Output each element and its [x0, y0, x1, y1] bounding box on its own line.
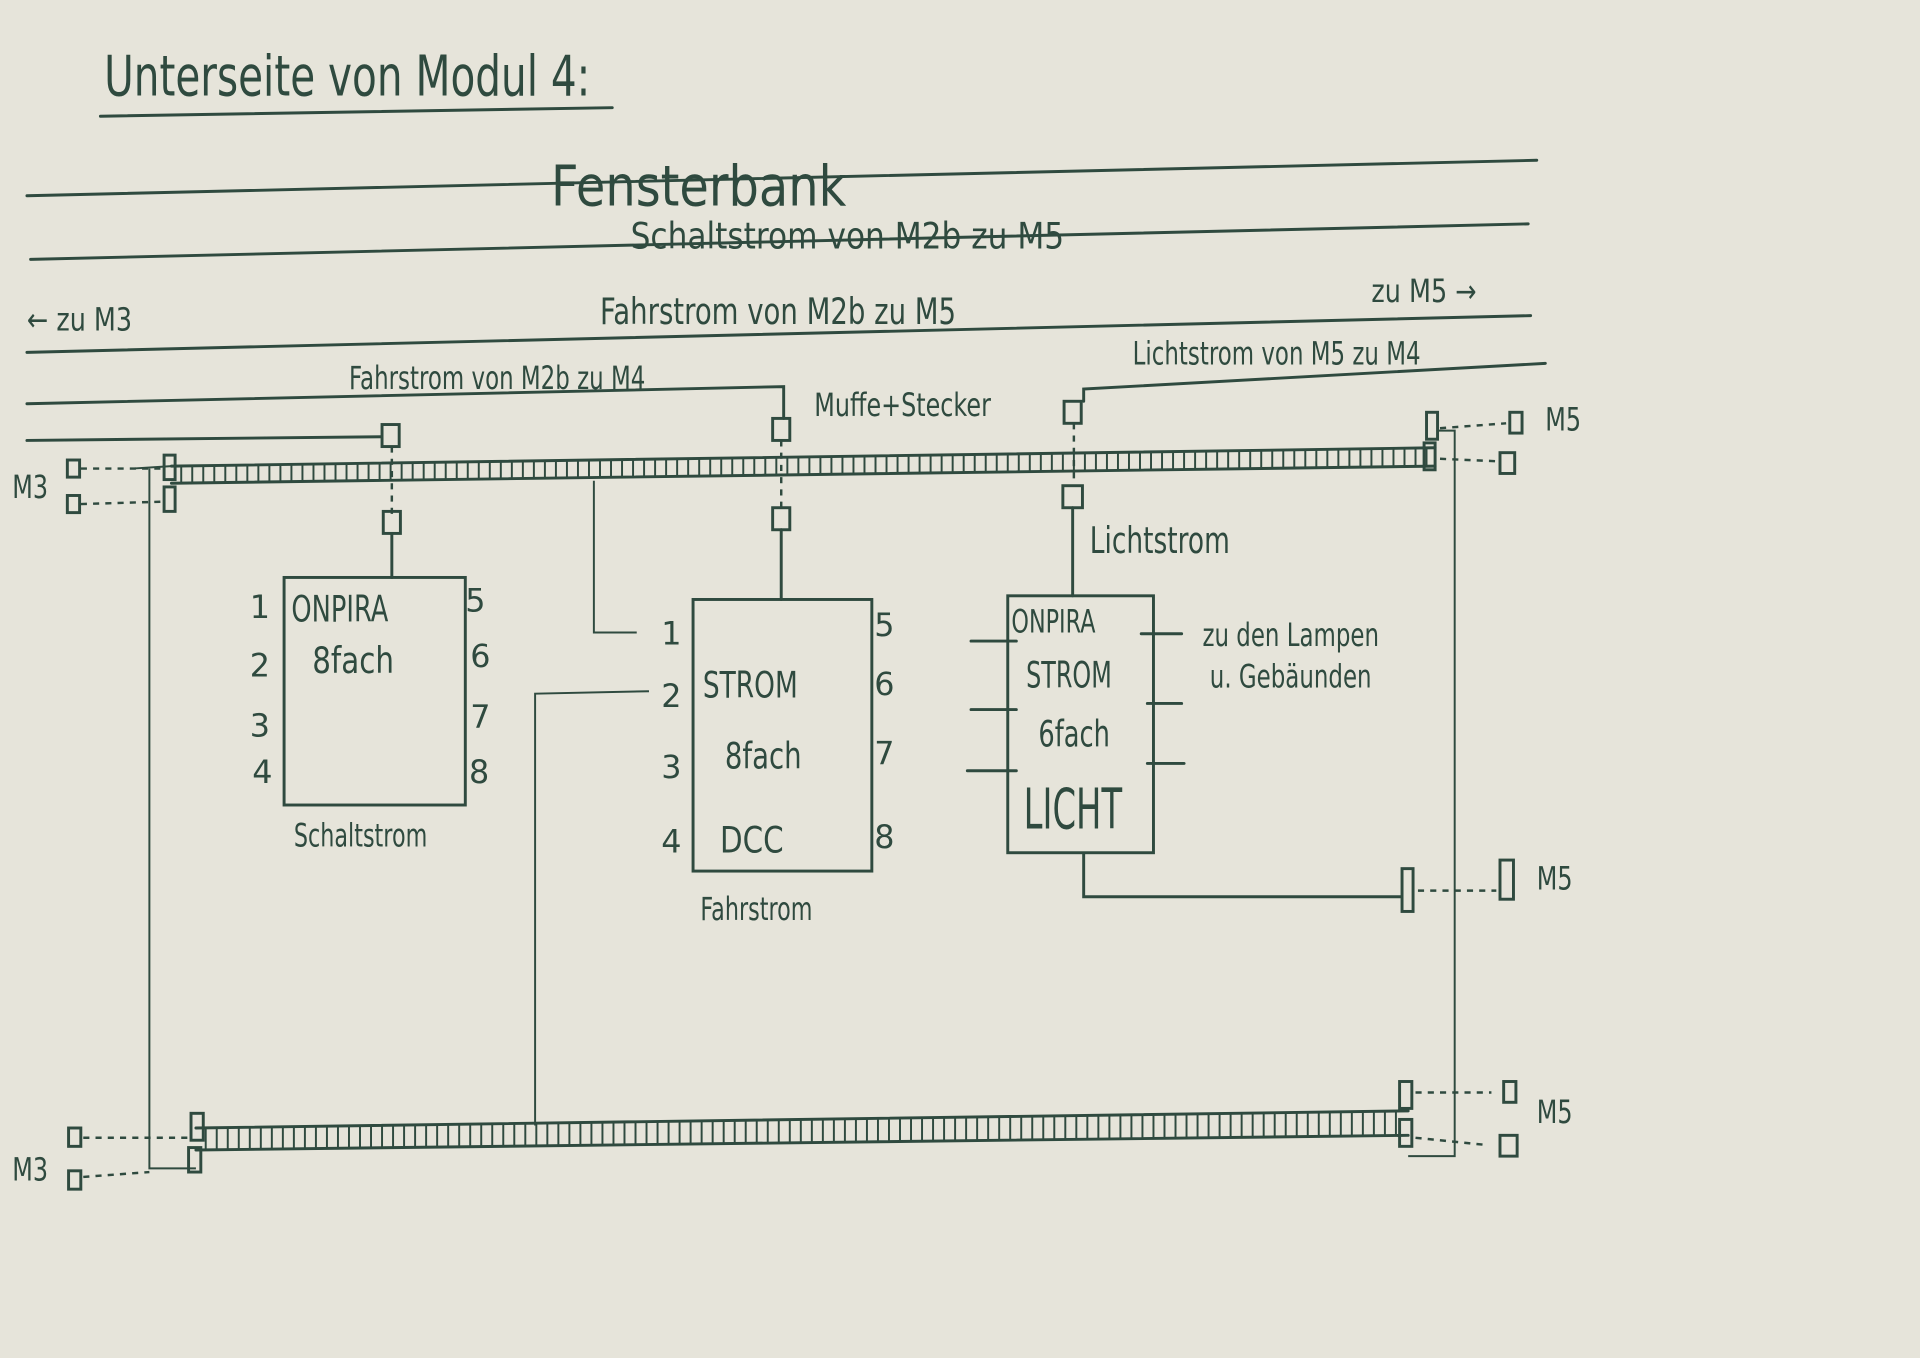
pin-label: 1 — [250, 588, 270, 626]
m3-label-bottom: M3 — [12, 1151, 48, 1188]
connector — [771, 416, 792, 442]
connector — [1422, 441, 1437, 472]
pin-label: 3 — [661, 748, 681, 786]
connector — [381, 509, 402, 535]
to-m5-label: zu M5 → — [1371, 272, 1476, 310]
muffe-stecker-label: Muffe+Stecker — [814, 387, 991, 424]
connector — [189, 1111, 205, 1142]
connector — [1498, 1133, 1519, 1158]
connector — [1425, 410, 1440, 441]
m3-label-top: M3 — [12, 469, 48, 506]
module-label: 8fach — [312, 639, 394, 682]
licht-output-line — [1082, 852, 1404, 899]
title-underline — [98, 106, 614, 118]
connector — [1508, 410, 1524, 435]
fahrstrom-m5-line — [25, 314, 1533, 354]
lichtstrom-m4-label: Lichtstrom von M5 zu M4 — [1133, 335, 1421, 373]
connector — [1400, 867, 1415, 913]
fensterbank-line — [25, 158, 1539, 198]
connector — [771, 506, 792, 532]
pin-label: 8 — [874, 818, 894, 856]
connector-dash — [83, 1136, 190, 1179]
pin-label: 3 — [250, 707, 270, 745]
connector — [1061, 484, 1084, 510]
module-licht: ONPIRA STROM 6fach LICHT zu den Lampen u… — [965, 594, 1379, 855]
schaltstrom-feed-line — [25, 435, 384, 442]
connector-dash — [80, 467, 166, 506]
connector — [187, 1146, 203, 1174]
track-sleepers — [180, 447, 1428, 1151]
module-caption: Schaltstrom — [294, 819, 427, 855]
m5-label-top: M5 — [1545, 401, 1581, 438]
module-label: 8fach — [725, 734, 802, 777]
frame-right — [1408, 429, 1456, 1158]
pin-label: 5 — [465, 582, 485, 620]
module-caption: Fahrstrom — [700, 892, 812, 928]
track-bottom — [194, 1109, 1410, 1152]
connector — [1398, 1080, 1414, 1110]
connector — [1502, 1080, 1518, 1104]
pin-label: 7 — [874, 735, 894, 773]
module-fahrstrom: STROM 8fach DCC Fahrstrom 1 2 3 4 5 6 7 … — [661, 598, 895, 928]
module-label: LICHT — [1024, 776, 1123, 841]
licht-note: zu den Lampen — [1202, 616, 1379, 654]
pin2-wire — [534, 690, 650, 1126]
connector — [162, 453, 177, 482]
module-label: ONPIRA — [291, 589, 388, 631]
connector-dash — [1415, 1091, 1492, 1147]
module-label: STROM — [703, 663, 798, 707]
to-m3-label: ← zu M3 — [27, 301, 132, 339]
module-label: 6fach — [1038, 714, 1110, 756]
pin-label: 8 — [469, 753, 489, 791]
connector — [65, 494, 82, 515]
schaltstrom-m5-label: Schaltstrom von M2b zu M5 — [631, 215, 1065, 258]
fahrstrom-m5-label: Fahrstrom von M2b zu M5 — [600, 290, 956, 333]
track-top — [169, 446, 1437, 485]
connector — [1062, 399, 1083, 425]
module-schaltstrom: ONPIRA 8fach Schaltstrom 1 2 3 4 5 6 7 8 — [250, 575, 490, 855]
module-label: STROM — [1026, 654, 1112, 697]
pin-label: 7 — [470, 698, 490, 736]
connector — [162, 485, 177, 513]
connector — [67, 1126, 83, 1148]
licht-outputs — [965, 632, 1186, 773]
m5-label-middle: M5 — [1537, 860, 1573, 897]
pin1-wire — [592, 480, 637, 634]
pin-label: 6 — [470, 637, 490, 675]
pin-label: 5 — [874, 606, 894, 644]
fensterbank-label: Fensterbank — [551, 155, 847, 220]
m5-label-bottom: M5 — [1537, 1094, 1573, 1131]
lichtstrom-label: Lichtstrom — [1090, 519, 1230, 563]
frame-left — [132, 465, 196, 1170]
connector — [1498, 451, 1517, 475]
module-label: ONPIRA — [1011, 605, 1095, 641]
pin-label: 1 — [661, 615, 681, 653]
fahrstrom-m4-line — [25, 385, 786, 420]
connector — [65, 458, 82, 479]
connector-dash — [1439, 422, 1507, 463]
connector — [380, 423, 401, 449]
pin-label: 4 — [252, 753, 272, 791]
module-label: DCC — [720, 819, 784, 862]
connector — [67, 1169, 83, 1191]
connector — [1398, 1117, 1414, 1148]
pin-label: 6 — [874, 665, 894, 703]
pin-label: 2 — [661, 677, 681, 715]
schaltstrom-m5-line — [29, 222, 1530, 261]
pin-label: 4 — [661, 823, 681, 861]
pin-label: 2 — [250, 647, 270, 685]
licht-note: u. Gebäunden — [1210, 658, 1372, 696]
connector — [1498, 858, 1515, 901]
page-title: Unterseite von Modul 4: — [104, 43, 590, 110]
lichtstrom-m4-line — [1082, 361, 1547, 403]
